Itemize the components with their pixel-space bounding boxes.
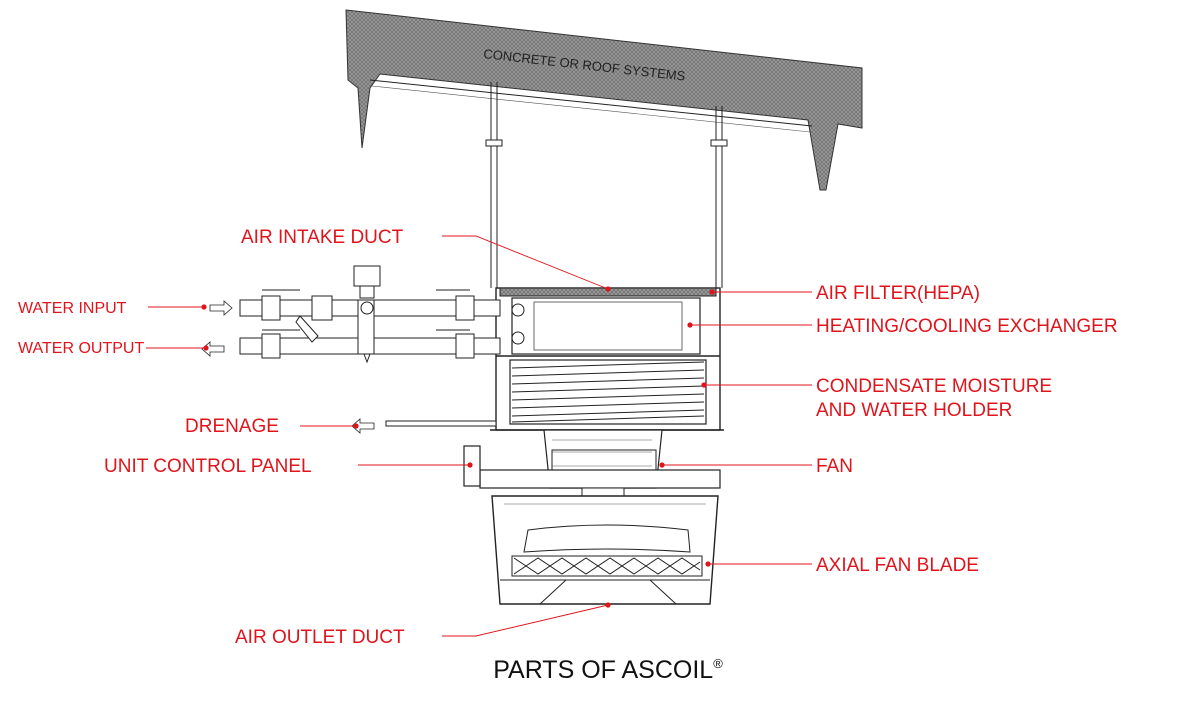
label-air-outlet-duct: AIR OUTLET DUCT [235,627,405,648]
leader-lines [146,235,812,637]
diagram-title: PARTS OF ASCOIL® [493,656,723,684]
flow-arrows [201,300,375,434]
registered-mark: ® [713,656,723,671]
condensate-holder [509,359,707,425]
label-air-filter: AIR FILTER(HEPA) [816,283,980,304]
label-axial-fan-blade: AXIAL FAN BLADE [816,555,979,576]
label-condensate-line2: AND WATER HOLDER [816,400,1012,421]
unit-body [490,287,724,431]
label-water-output: WATER OUTPUT [18,340,144,357]
label-drenage: DRENAGE [185,416,279,437]
title-text: PARTS OF ASCOIL [493,656,713,684]
drain-pipe [385,420,497,427]
label-air-intake-duct: AIR INTAKE DUCT [241,227,404,248]
label-heat-exchanger: HEATING/COOLING EXCHANGER [816,316,1118,337]
label-unit-control-panel: UNIT CONTROL PANEL [104,456,312,477]
label-condensate-line1: CONDENSATE MOISTURE [816,376,1052,397]
hanger-rods [485,82,728,288]
water-piping [239,265,501,364]
leader-dots [201,286,715,608]
heat-exchanger [511,297,701,355]
outlet-assembly [491,495,719,605]
label-water-input: WATER INPUT [18,300,127,317]
condensate-fins [511,361,705,423]
roof-slab: CONCRETE OR ROOF SYSTEMS [345,9,863,191]
fan-housing [479,429,721,525]
label-fan: FAN [816,456,853,477]
